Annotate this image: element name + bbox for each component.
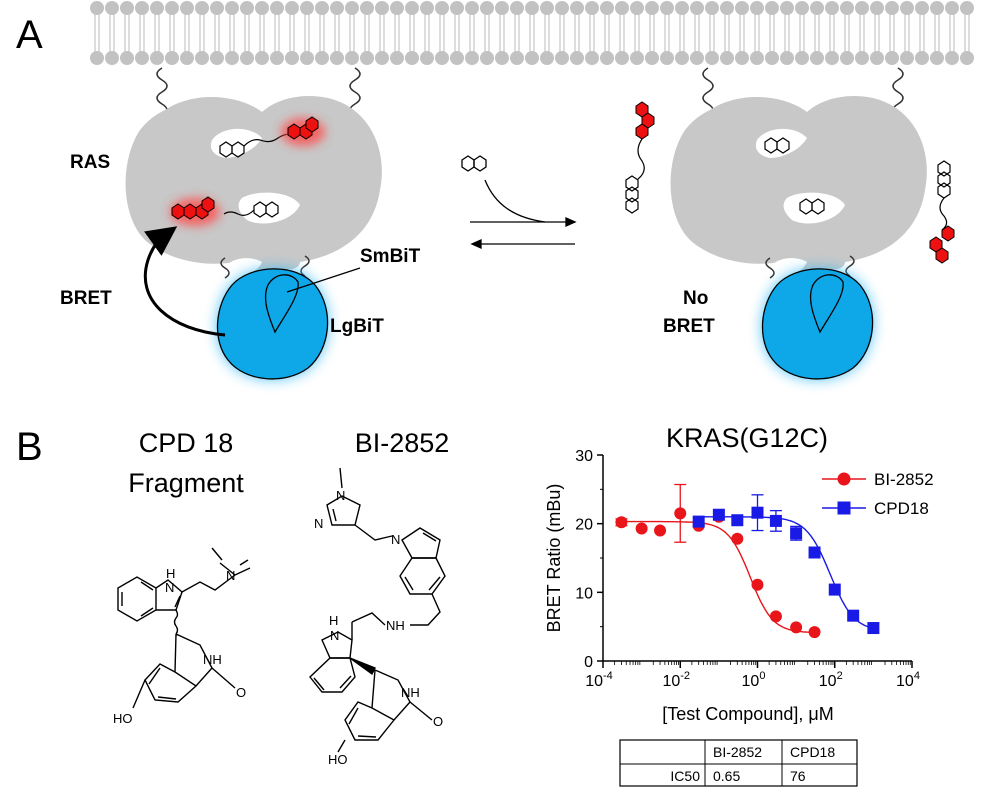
bi2852-atoms: N N N H N NH NH O HO	[314, 488, 443, 767]
data-point	[808, 546, 821, 559]
cpd18-title-line1: CPD 18	[139, 428, 234, 458]
bret-dose-response-chart: KRAS(G12C) 0 10 20 30 10-4 10-2 100 102 104 BRET…	[544, 423, 934, 724]
bi2852-nh-lactam: NH	[401, 685, 420, 700]
data-point	[635, 522, 648, 535]
x-tick-label: 104	[896, 670, 920, 690]
data-point	[808, 626, 821, 639]
smbit-right	[809, 274, 844, 334]
table-cell: 76	[790, 768, 806, 784]
chart-series	[615, 483, 880, 639]
ras-complex-unbound	[625, 67, 955, 380]
ras-label: RAS	[70, 152, 110, 173]
table-cell: 0.65	[713, 768, 740, 784]
data-point	[790, 621, 803, 634]
x-tick-label: 102	[819, 670, 843, 690]
smbit-left	[264, 274, 299, 334]
data-point	[769, 610, 782, 623]
legend-marker	[837, 501, 851, 515]
data-point	[769, 514, 782, 527]
cpd18-structure	[117, 547, 251, 709]
data-point	[615, 516, 628, 529]
x-axis-label: [Test Compound], μM	[662, 704, 833, 724]
y-axis-label: BRET Ratio (mBu)	[544, 484, 564, 633]
lgbit-label: LgBiT	[330, 316, 384, 337]
table-border	[619, 739, 858, 787]
data-point	[654, 524, 667, 537]
data-point	[751, 506, 764, 519]
bi2852-n-imidazole: N	[314, 516, 323, 531]
bi2852-n-indole: N	[391, 532, 400, 547]
fit-curve-CPD18	[698, 516, 874, 630]
chart-axes: 0 10 20 30 10-4 10-2 100 102 104	[575, 448, 920, 690]
data-point	[751, 578, 764, 591]
table-header: CPD18	[790, 744, 835, 760]
legend-label: CPD18	[874, 499, 929, 518]
x-tick-label: 10-2	[662, 670, 690, 690]
data-point	[847, 609, 860, 622]
data-point	[731, 532, 744, 545]
bi2852-title: BI-2852	[355, 428, 450, 458]
equilibrium-arrows	[461, 155, 577, 250]
table-header: BI-2852	[713, 744, 762, 760]
cpd18-title-line2: Fragment	[128, 468, 244, 498]
cpd18-h: H	[166, 566, 175, 581]
panel-b-letter: B	[16, 425, 43, 469]
ras-complex-bound	[125, 67, 382, 380]
smbit-label: SmBiT	[360, 246, 421, 267]
data-point	[790, 527, 803, 540]
bret-label: BRET	[60, 288, 112, 309]
bi2852-ho: HO	[328, 752, 348, 767]
bi2852-o: O	[433, 714, 443, 729]
table-cell: IC50	[670, 768, 700, 784]
chart-title: KRAS(G12C)	[666, 423, 828, 453]
cpd18-nh: NH	[203, 652, 222, 667]
cpd18-n-amine: N	[226, 568, 235, 583]
bi2852-n-methyl: N	[336, 488, 345, 503]
y-tick-label: 20	[575, 517, 593, 534]
y-tick-label: 10	[575, 585, 593, 602]
series-BI-2852	[615, 483, 821, 639]
cpd18-ho: HO	[113, 711, 133, 726]
series-CPD18	[692, 494, 880, 635]
panel-a-letter: A	[16, 13, 43, 57]
fit-curve-BI-2852	[621, 520, 815, 634]
cpd18-atoms: H N N NH O HO	[113, 566, 246, 726]
data-point	[674, 507, 687, 520]
y-tick-label: 30	[575, 448, 593, 465]
cpd18-n-ring: N	[165, 580, 174, 595]
data-point	[828, 583, 841, 596]
no-label: No	[683, 288, 708, 309]
x-tick-label: 10-4	[585, 670, 613, 690]
bi2852-h: H	[329, 613, 338, 628]
ras-protein-left	[125, 95, 382, 272]
ras-protein-right	[670, 95, 927, 272]
data-point	[692, 515, 705, 528]
data-point	[712, 508, 725, 521]
cpd18-o: O	[236, 685, 246, 700]
bi2852-n-indole-lower: N	[330, 628, 339, 643]
lipid-membrane	[90, 1, 974, 65]
legend-marker	[837, 472, 851, 486]
data-point	[731, 514, 744, 527]
legend-label: BI-2852	[874, 470, 934, 489]
bi2852-structure	[309, 467, 446, 753]
no-bret-label: BRET	[663, 316, 715, 337]
data-point	[867, 622, 880, 635]
x-tick-label: 100	[742, 670, 766, 690]
y-tick-label: 0	[584, 654, 593, 671]
bi2852-nh-linker: NH	[386, 618, 405, 633]
